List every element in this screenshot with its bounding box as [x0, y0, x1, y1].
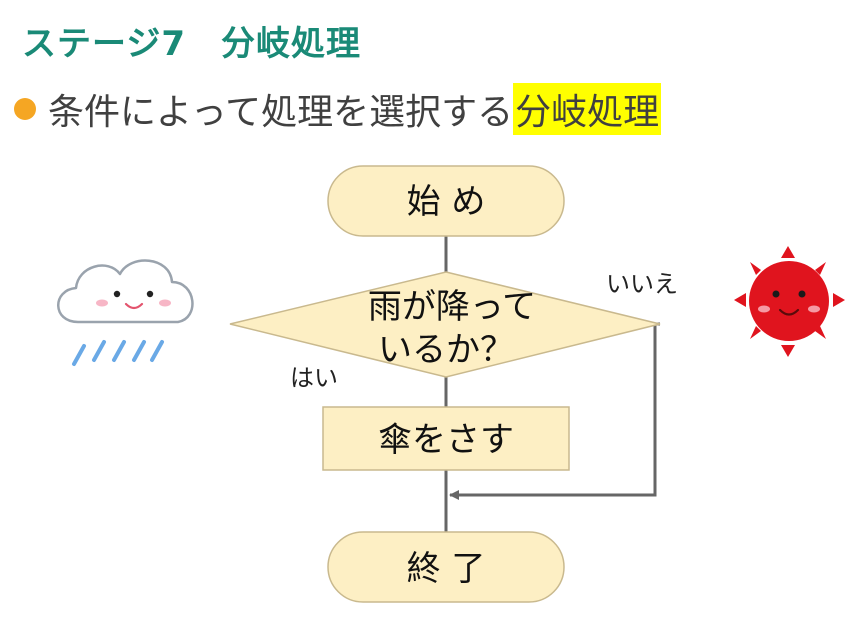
bullet-highlight: 分岐処理 — [513, 83, 662, 135]
start-node-label: 始 め — [407, 182, 486, 222]
bullet-dot-icon — [14, 98, 36, 120]
process-node-label: 傘をさす — [378, 420, 514, 460]
end-node-label: 終 了 — [407, 549, 486, 589]
sun-icon — [734, 246, 845, 357]
end-node — [327, 531, 565, 603]
process-node — [322, 406, 570, 471]
page-title: ステージ7 分岐処理 — [22, 24, 361, 64]
bullet-text: 条件によって処理を選択する — [48, 92, 514, 133]
yes-label: はい — [290, 364, 338, 392]
decision-label-line1: 雨が降って — [368, 287, 536, 327]
start-node — [327, 165, 565, 237]
decision-label-line2: いるか？ — [378, 330, 514, 370]
no-label: いいえ — [606, 270, 678, 298]
bullet-point: 条件によって処理を選択する 分岐処理 — [14, 83, 662, 135]
decision-node — [229, 271, 661, 378]
rain-cloud-icon — [57, 259, 194, 366]
